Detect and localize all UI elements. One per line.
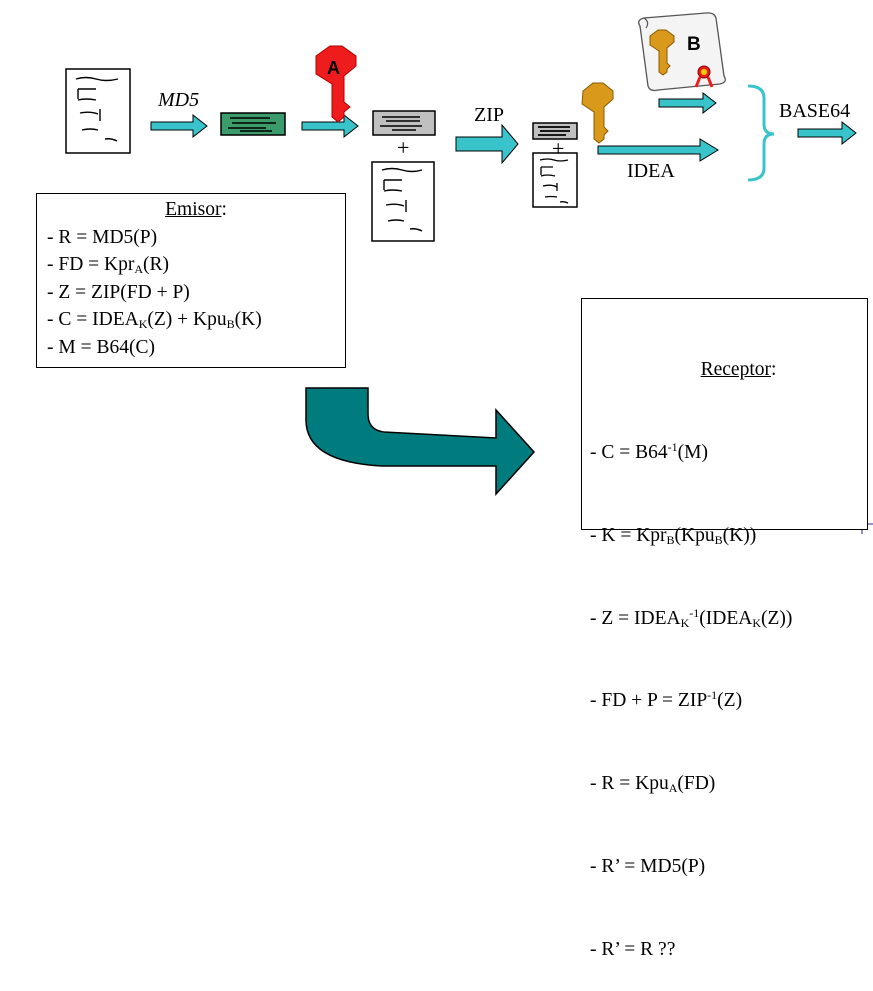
arrow-sign bbox=[301, 113, 359, 139]
compressed-document-icon bbox=[532, 152, 578, 208]
label-zip: ZIP bbox=[474, 104, 504, 126]
emisor-line: - FD = KprA(R) bbox=[47, 254, 170, 277]
receptor-line: - Z = IDEAK-1(IDEAK(Z)) bbox=[590, 605, 793, 630]
receptor-box: Receptor: - C = B64-1(M) - K = KprB(KpuB… bbox=[581, 298, 868, 960]
key-a-icon bbox=[315, 45, 357, 123]
plaintext-document-icon bbox=[65, 68, 131, 154]
brace-icon bbox=[747, 84, 775, 182]
label-md5: MD5 bbox=[158, 89, 200, 111]
emisor-line: - Z = ZIP(FD + P) bbox=[47, 281, 190, 303]
emisor-line: - M = B64(C) bbox=[47, 336, 155, 358]
receptor-line: - C = B64-1(M) bbox=[590, 439, 708, 463]
receptor-line: - FD + P = ZIP-1(Z) bbox=[590, 688, 743, 712]
arrow-md5 bbox=[150, 113, 208, 139]
arrow-idea bbox=[597, 138, 719, 162]
receptor-line: - R’ = MD5(P) bbox=[590, 855, 706, 877]
emisor-title: Emisor: bbox=[165, 199, 227, 220]
arrow-key-encryption bbox=[658, 91, 717, 115]
arrow-zip bbox=[455, 123, 519, 165]
session-key-icon bbox=[581, 82, 614, 144]
document-copy-icon bbox=[371, 161, 435, 242]
label-idea: IDEA bbox=[627, 160, 675, 182]
emisor-line: - R = MD5(P) bbox=[47, 226, 158, 248]
emisor-line: - C = IDEAK(Z) + KpuB(K) bbox=[47, 309, 262, 332]
hash-block-icon bbox=[220, 112, 286, 136]
label-key-a: A bbox=[327, 58, 340, 78]
label-plus-1: + bbox=[397, 135, 410, 160]
signed-hash-block-icon bbox=[372, 110, 436, 136]
arrow-base64 bbox=[797, 120, 857, 146]
receptor-line: - K = KprB(KpuB(K)) bbox=[590, 524, 757, 547]
receptor-line: - R = KpuA(FD) bbox=[590, 773, 716, 796]
label-plus-2: + bbox=[552, 136, 565, 161]
label-key-b: B bbox=[687, 34, 701, 55]
emisor-box: Emisor: - R = MD5(P) - FD = KprA(R) - Z … bbox=[36, 193, 346, 368]
diagram-canvas bbox=[65, 12, 873, 534]
certificate-scroll-icon bbox=[638, 12, 726, 92]
label-base64: BASE64 bbox=[779, 100, 851, 122]
receptor-title: Receptor: bbox=[700, 359, 777, 381]
compressed-block-icon bbox=[532, 122, 578, 140]
big-curved-arrow bbox=[305, 387, 536, 496]
receptor-line: - R’ = R ?? bbox=[590, 938, 676, 960]
